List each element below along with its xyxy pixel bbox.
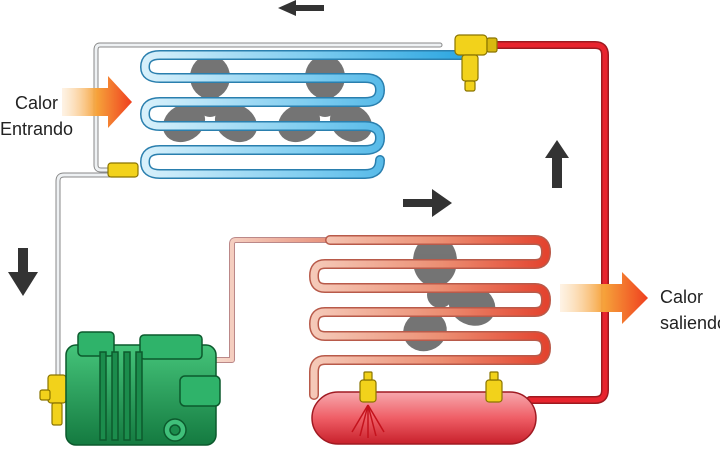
evaporator-coil [140,50,475,179]
flow-arrow-left [278,0,324,16]
expansion-valve [454,34,498,92]
flow-arrow-right [403,189,452,217]
compressor [65,331,221,446]
heat-arrow-out [560,272,648,324]
flow-arrow-down [8,248,38,296]
flow-arrow-up [545,140,569,188]
heat-out-label: Calor saliendo [660,284,720,336]
receiver-tank [311,391,537,445]
heat-in-label-line1: Calor [14,93,58,113]
heat-out-label-line1: Calor [660,287,704,307]
tank-valve-right [485,371,503,403]
sight-glass [107,162,139,178]
compressor-service-valve [39,374,67,426]
heat-out-label-line2: saliendo [660,313,720,333]
tank-valve-left [359,371,377,403]
heat-in-label-line2: Entrando [0,119,74,139]
heat-in-label: Calor Entrando [0,90,74,142]
condenser-coil [309,235,551,400]
heat-arrow-in [62,76,132,128]
liquid-line [486,41,609,404]
